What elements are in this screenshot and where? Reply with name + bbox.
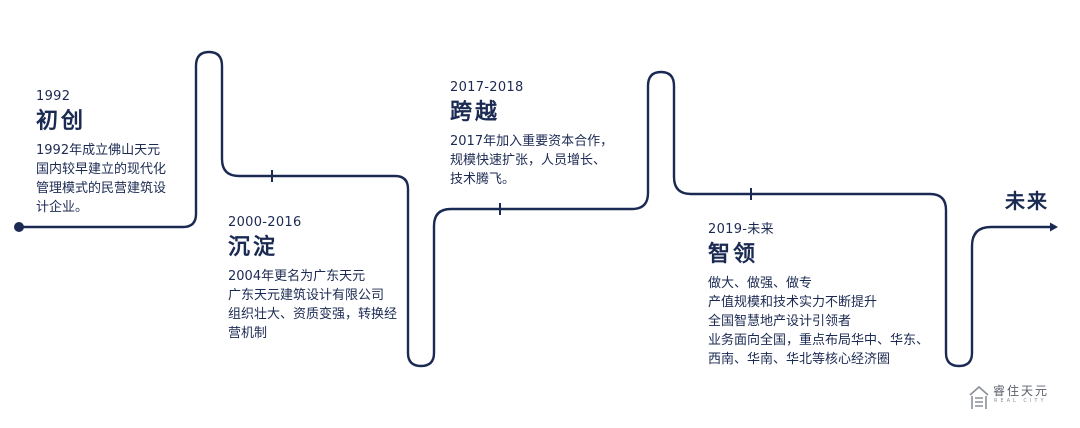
- milestone-2019-future: 2019-未来 智领 做大、做强、做专 产值规模和技术实力不断提升 全国智慧地产…: [708, 222, 929, 369]
- plus-icon: [494, 203, 506, 215]
- milestone-desc-line: 产值规模和技术实力不断提升: [708, 295, 878, 310]
- milestone-desc-line: 业务面向全国，重点布局华中、华东、: [708, 333, 930, 348]
- milestone-1992: 1992 初创 1992年成立佛山天元 国内较早建立的现代化 管理模式的民营建筑…: [36, 89, 166, 217]
- plus-icon: [745, 188, 757, 200]
- milestone-desc-line: 全国智慧地产设计引领者: [708, 314, 852, 329]
- milestone-desc-line: 做大、做强、做专: [708, 276, 813, 291]
- milestone-title: 智领: [708, 242, 759, 267]
- milestone-2000-2016: 2000-2016 沉淀 2004年更名为广东天元 广东天元建筑设计有限公司 组…: [228, 215, 397, 343]
- logo-name: 睿住天元: [993, 384, 1050, 398]
- plus-icon: [266, 170, 278, 182]
- milestone-desc-line: 西南、华南、华北等核心经济圈: [708, 352, 891, 367]
- future-label: 未来: [1005, 189, 1049, 213]
- milestone-year: 2017-2018: [450, 80, 524, 95]
- milestone-desc-line: 组织壮大、资质变强，转换经: [228, 307, 398, 322]
- milestone-desc-line: 规模快速扩张，人员增长、: [450, 153, 607, 168]
- building-logo-icon: [969, 385, 989, 409]
- milestone-year: 1992: [36, 89, 71, 104]
- milestone-desc-line: 广东天元建筑设计有限公司: [228, 288, 385, 303]
- logo-subtext: REAL CITY: [994, 398, 1047, 404]
- milestone-title: 初创: [36, 109, 87, 134]
- milestone-desc-line: 2017年加入重要资本合作，: [450, 134, 614, 149]
- milestone-desc-line: 技术腾飞。: [450, 172, 516, 187]
- arrow-head-icon: [1050, 222, 1058, 232]
- milestone-desc-line: 国内较早建立的现代化: [36, 162, 167, 177]
- milestone-title: 跨越: [450, 100, 501, 125]
- milestone-2017-2018: 2017-2018 跨越 2017年加入重要资本合作， 规模快速扩张，人员增长、…: [450, 80, 613, 189]
- milestone-desc-line: 营机制: [228, 326, 268, 341]
- brand-logo: 睿住天元 REAL CITY: [968, 384, 1049, 410]
- milestone-year: 2000-2016: [228, 215, 302, 230]
- milestone-desc-line: 1992年成立佛山天元: [36, 143, 161, 158]
- milestone-desc-line: 2004年更名为广东天元: [228, 269, 366, 284]
- milestone-title: 沉淀: [228, 235, 279, 260]
- milestone-desc-line: 计企业。: [36, 200, 89, 215]
- timeline-line: [19, 50, 1052, 368]
- milestone-desc-line: 管理模式的民营建筑设: [36, 181, 167, 196]
- milestone-year: 2019-未来: [708, 222, 774, 237]
